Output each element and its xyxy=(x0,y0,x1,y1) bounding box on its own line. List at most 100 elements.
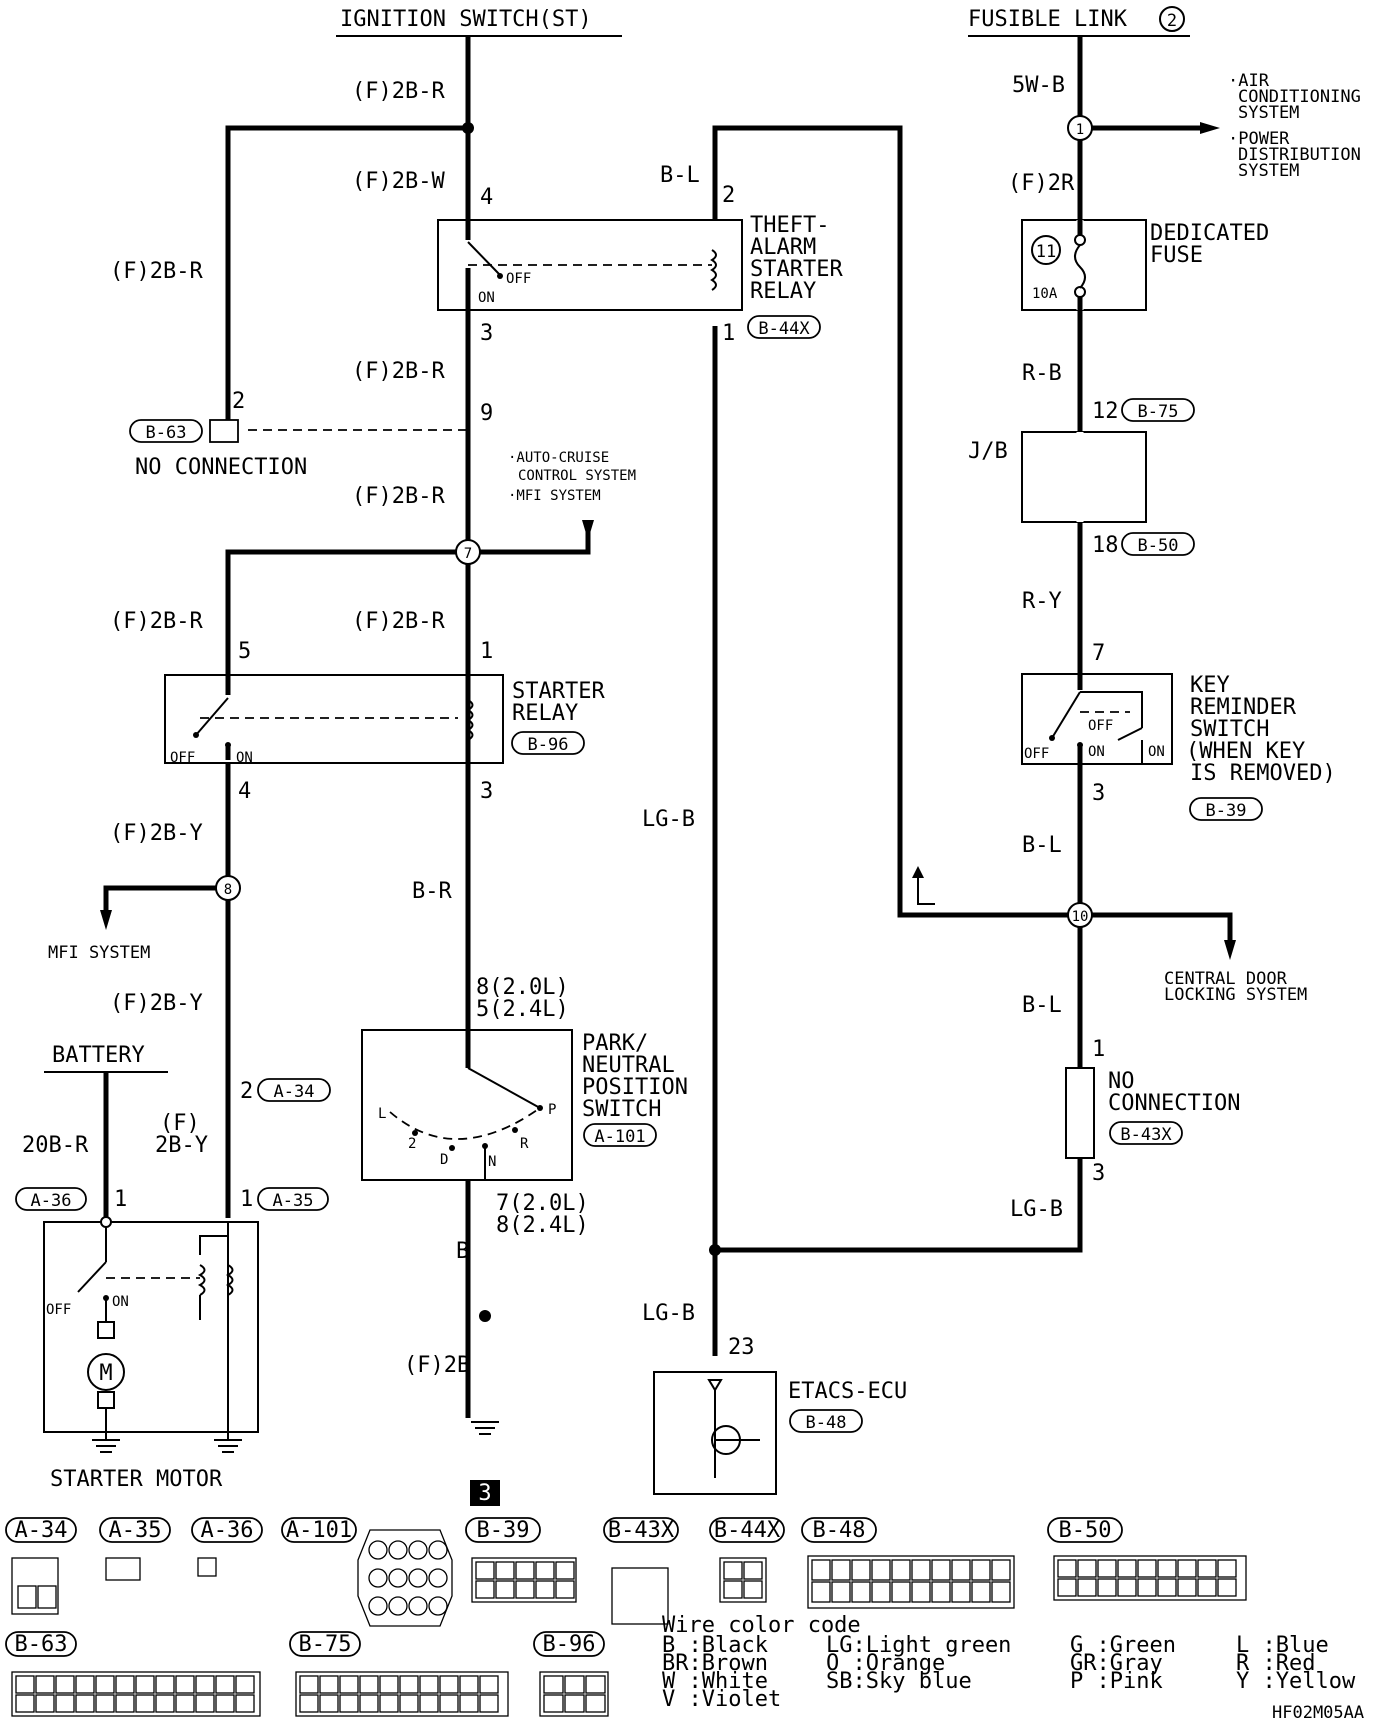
connector-cavity xyxy=(15,1694,35,1713)
connector-cavity xyxy=(175,1675,195,1694)
connector-cavity xyxy=(891,1559,911,1581)
connector-cavity xyxy=(515,1580,535,1599)
connector-cavity xyxy=(1157,1578,1177,1597)
connector-cavity xyxy=(951,1581,971,1603)
starter-relay xyxy=(164,674,504,764)
color-code-entry: O :Orange xyxy=(826,1651,945,1676)
connector-cavity xyxy=(35,1675,55,1694)
junction-10 xyxy=(1067,902,1093,928)
connector-cavity xyxy=(55,1694,75,1713)
connector-cavity xyxy=(991,1559,1011,1581)
connector-cavity xyxy=(535,1561,555,1580)
view-b48 xyxy=(801,1517,877,1543)
pin-label: 8(2.0L) xyxy=(476,975,569,1000)
wire-label: (F)2B-R xyxy=(110,609,203,634)
connector-cavity xyxy=(1057,1559,1077,1578)
connector-cavity xyxy=(811,1581,831,1603)
connector-cavity xyxy=(911,1581,931,1603)
connector-cavity xyxy=(851,1581,871,1603)
fuse-number: 11 xyxy=(1036,242,1056,262)
destination-label: ·AUTO-CRUISE xyxy=(508,450,609,466)
view-b39 xyxy=(465,1517,541,1543)
pin-label: 3 xyxy=(1092,1161,1105,1186)
pin-label: 7(2.0L) xyxy=(496,1191,589,1216)
etacs-label: ETACS-ECU xyxy=(788,1379,907,1404)
connector-cavity xyxy=(388,1596,408,1616)
pin-label: 5(2.4L) xyxy=(476,997,569,1022)
connector-cavity xyxy=(871,1559,891,1581)
pin-label: 2 xyxy=(722,183,735,208)
connector-cavity xyxy=(459,1675,479,1694)
connector-cavity xyxy=(555,1561,575,1580)
svg-text:M: M xyxy=(99,1361,112,1386)
junction-label: 1 xyxy=(1076,122,1084,138)
wire-label: B xyxy=(456,1239,469,1264)
shift-position: R xyxy=(520,1136,529,1152)
connector-cavity xyxy=(1177,1578,1197,1597)
view-label: B-50 xyxy=(1059,1518,1112,1543)
connector-cavity xyxy=(1077,1578,1097,1597)
connector-ref-b43x xyxy=(1109,1121,1183,1145)
pin-label: 4 xyxy=(480,185,493,210)
switch-off: OFF xyxy=(170,750,195,766)
jb-label: J/B xyxy=(968,439,1008,464)
wire-label: (F)2B-R xyxy=(352,79,445,104)
wire-color-code-title: Wire color code xyxy=(662,1613,861,1638)
color-code-entry: R :Red xyxy=(1236,1651,1315,1676)
motor-symbol xyxy=(87,1353,125,1391)
color-code-entry: SB:Sky blue xyxy=(826,1669,972,1694)
pin-label: 9 xyxy=(480,401,493,426)
connector-cavity xyxy=(931,1559,951,1581)
connector-ref-b63 xyxy=(129,419,203,443)
junction-7 xyxy=(455,539,481,565)
no-connection-label: NO CONNECTION xyxy=(135,455,307,480)
wire-label: R-Y xyxy=(1022,589,1062,614)
connector-cavity xyxy=(971,1581,991,1603)
connector-cavity xyxy=(235,1694,255,1713)
ground-marker-label: 3 xyxy=(478,1481,491,1506)
connector-cavity xyxy=(1157,1559,1177,1578)
destination-label: ·AIR xyxy=(1228,71,1270,91)
connector-ref-text: A-101 xyxy=(594,1127,645,1147)
component-label: STARTER xyxy=(512,679,605,704)
ground-marker xyxy=(470,1480,500,1506)
wire-label: 5W-B xyxy=(1012,73,1065,98)
component-label: (WHEN KEY xyxy=(1186,739,1305,764)
connector-ref-text: A-35 xyxy=(273,1191,314,1211)
connector-cavity xyxy=(851,1559,871,1581)
component-label: NEUTRAL xyxy=(582,1053,675,1078)
connector-cavity xyxy=(399,1694,419,1713)
wire-label: LG-B xyxy=(1010,1197,1063,1222)
color-code-entry: G :Green xyxy=(1070,1633,1176,1658)
wire-label: 20B-R xyxy=(22,1133,89,1158)
connector-ref-b75 xyxy=(1121,398,1195,422)
connector-cavity xyxy=(1117,1578,1137,1597)
view-b44x xyxy=(709,1517,785,1543)
pin-label: 7 xyxy=(1092,641,1105,666)
connector-cavity xyxy=(1097,1559,1117,1578)
view-a101 xyxy=(281,1517,357,1543)
connector-cavity xyxy=(479,1675,499,1694)
connector-cavity xyxy=(379,1675,399,1694)
connector-cavity xyxy=(95,1694,115,1713)
connector-ref-b96 xyxy=(511,731,585,755)
connector-cavity xyxy=(299,1675,319,1694)
view-label: A-101 xyxy=(286,1518,352,1543)
connector-ref-text: B-43X xyxy=(1120,1125,1172,1145)
connector-cavity xyxy=(319,1694,339,1713)
starter-motor xyxy=(43,1221,259,1433)
connector-ref-a35 xyxy=(257,1187,329,1211)
connector-cavity xyxy=(1137,1559,1157,1578)
connector-cavity xyxy=(399,1675,419,1694)
connector-cavity xyxy=(515,1561,535,1580)
junction-1 xyxy=(1067,115,1093,141)
connector-ref-text: B-75 xyxy=(1138,402,1179,422)
pin-label: 1 xyxy=(480,639,493,664)
connector-cavity xyxy=(428,1568,448,1588)
connector-cavity xyxy=(479,1694,499,1713)
destination-label: CENTRAL DOOR xyxy=(1164,969,1288,989)
color-code-entry: B :Black xyxy=(662,1633,768,1658)
component-label: THEFT- xyxy=(750,213,829,238)
component-label: SWITCH xyxy=(582,1097,661,1122)
wire-label: LG-B xyxy=(642,1301,695,1326)
